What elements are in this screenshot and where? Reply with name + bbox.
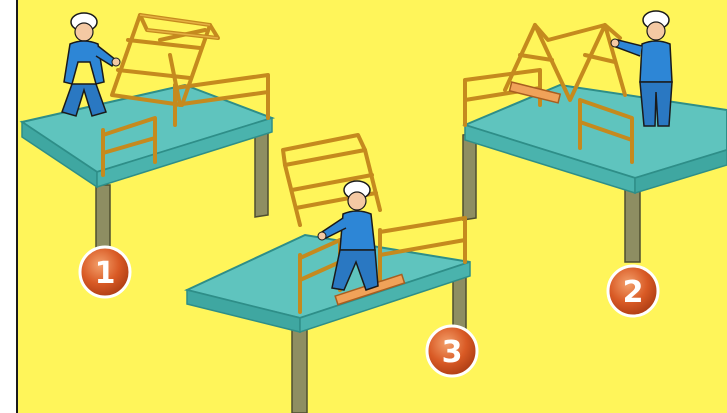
step-number-2: 2 [623, 275, 644, 310]
platform-2-leg-front [625, 185, 640, 262]
step-number-1: 1 [95, 256, 116, 291]
worker-face [75, 23, 93, 41]
number-badge-3: 3 [427, 326, 477, 376]
worker-torso [640, 41, 672, 82]
platform-1-leg-front [96, 185, 110, 255]
number-badge-1: 1 [80, 247, 130, 297]
worker-face [348, 192, 366, 210]
worker-face [647, 22, 665, 40]
left-margin [0, 0, 17, 413]
platform-3-leg-front [292, 320, 307, 413]
platform-1-leg-right [255, 133, 268, 217]
number-badge-2: 2 [608, 266, 658, 316]
worker-torso [340, 211, 375, 250]
step-number-3: 3 [442, 335, 463, 370]
platform-2-leg-left [463, 133, 476, 220]
